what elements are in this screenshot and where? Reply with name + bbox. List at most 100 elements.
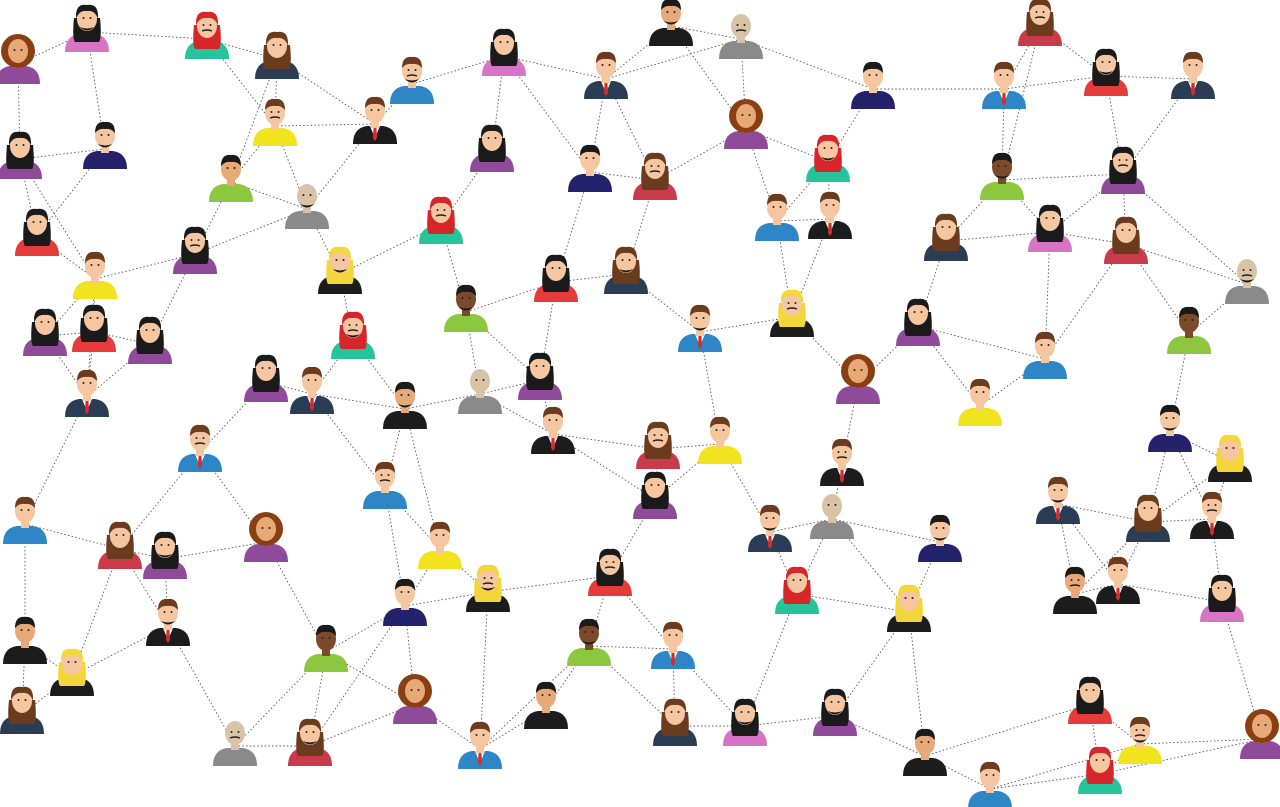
face-shape xyxy=(616,249,636,273)
neck-shape xyxy=(401,405,409,413)
person-avatar xyxy=(173,226,217,274)
eye-shape xyxy=(1165,417,1168,419)
face-shape xyxy=(600,551,620,575)
neck-shape xyxy=(542,705,550,713)
eye-shape xyxy=(1195,64,1198,66)
hair-shape xyxy=(456,284,476,296)
hair-shape xyxy=(1088,746,1112,761)
neck-shape xyxy=(271,122,279,130)
person-avatar xyxy=(1240,709,1280,759)
eye-shape xyxy=(657,484,660,486)
person-avatar xyxy=(755,193,799,241)
eye-shape xyxy=(827,504,830,506)
neck-shape xyxy=(602,75,610,83)
hair-shape xyxy=(544,254,568,269)
neck-shape xyxy=(773,217,781,225)
eye-shape xyxy=(13,49,16,51)
tie-shape xyxy=(166,630,170,643)
eye-shape xyxy=(823,147,826,149)
face-shape xyxy=(35,311,55,335)
face-shape xyxy=(767,196,787,220)
beard-shape xyxy=(303,741,317,745)
neck-shape xyxy=(436,545,444,553)
shirt-shape xyxy=(958,408,1002,426)
eye-shape xyxy=(97,264,100,266)
hair-shape xyxy=(596,51,616,63)
face-shape xyxy=(818,137,838,161)
eye-shape xyxy=(1125,159,1128,161)
eye-shape xyxy=(277,111,280,113)
connection-line xyxy=(265,541,327,653)
face-shape xyxy=(992,155,1012,179)
hair-shape xyxy=(85,251,105,263)
hair-shape xyxy=(138,316,162,331)
person-avatar xyxy=(851,61,895,109)
face-shape xyxy=(140,319,160,343)
connection-line xyxy=(309,703,416,747)
person-avatar xyxy=(128,316,172,364)
eye-shape xyxy=(96,317,99,319)
tie-shape xyxy=(1210,523,1214,536)
beard-shape xyxy=(398,404,412,408)
neck-shape xyxy=(1041,355,1049,363)
face-shape xyxy=(735,701,755,725)
face-shape xyxy=(256,517,276,541)
eye-shape xyxy=(312,731,315,733)
face-shape xyxy=(1237,259,1257,283)
face-shape xyxy=(265,101,285,125)
face-shape xyxy=(15,619,35,643)
face-shape xyxy=(1030,1,1050,25)
eye-shape xyxy=(860,369,863,371)
eye-shape xyxy=(20,509,23,511)
hair-shape xyxy=(1028,0,1052,13)
person-avatar xyxy=(383,381,427,429)
neck-shape xyxy=(1166,428,1174,436)
tie-shape xyxy=(671,653,675,666)
person-avatar xyxy=(331,311,375,359)
eye-shape xyxy=(837,701,840,703)
connection-line xyxy=(164,541,267,560)
neck-shape xyxy=(1071,590,1079,598)
face-shape xyxy=(832,441,852,465)
connection-line xyxy=(796,518,833,595)
eye-shape xyxy=(47,321,50,323)
eye-shape xyxy=(1070,579,1073,581)
hair-shape xyxy=(15,496,35,508)
hair-shape xyxy=(108,521,132,536)
eye-shape xyxy=(653,434,656,436)
hair-shape xyxy=(75,4,99,19)
neck-shape xyxy=(1208,515,1216,523)
person-avatar xyxy=(678,304,722,352)
hair-shape xyxy=(82,304,106,319)
person-avatar xyxy=(185,11,229,59)
person-avatar xyxy=(887,584,931,632)
neck-shape xyxy=(716,440,724,448)
face-shape xyxy=(8,39,28,63)
person-avatar xyxy=(1036,476,1080,524)
face-shape xyxy=(1220,437,1240,461)
connection-line xyxy=(167,625,236,747)
neck-shape xyxy=(737,35,745,43)
hair-shape xyxy=(395,578,415,590)
person-avatar xyxy=(209,154,253,202)
tie-shape xyxy=(1056,508,1060,521)
neck-shape xyxy=(998,176,1006,184)
face-shape xyxy=(994,64,1014,88)
person-avatar xyxy=(1104,216,1148,264)
eye-shape xyxy=(1128,229,1131,231)
face-shape xyxy=(27,211,47,235)
hair-shape xyxy=(536,681,556,693)
person-avatar xyxy=(588,548,632,596)
person-avatar xyxy=(836,354,880,404)
eye-shape xyxy=(468,297,471,299)
eye-shape xyxy=(542,365,545,367)
eye-shape xyxy=(305,731,308,733)
eye-shape xyxy=(163,611,166,613)
face-shape xyxy=(822,494,842,518)
eye-shape xyxy=(202,437,205,439)
person-avatar xyxy=(653,698,697,746)
hair-shape xyxy=(663,698,687,713)
eye-shape xyxy=(621,259,624,261)
person-avatar xyxy=(918,514,962,562)
hair-shape xyxy=(25,208,49,223)
